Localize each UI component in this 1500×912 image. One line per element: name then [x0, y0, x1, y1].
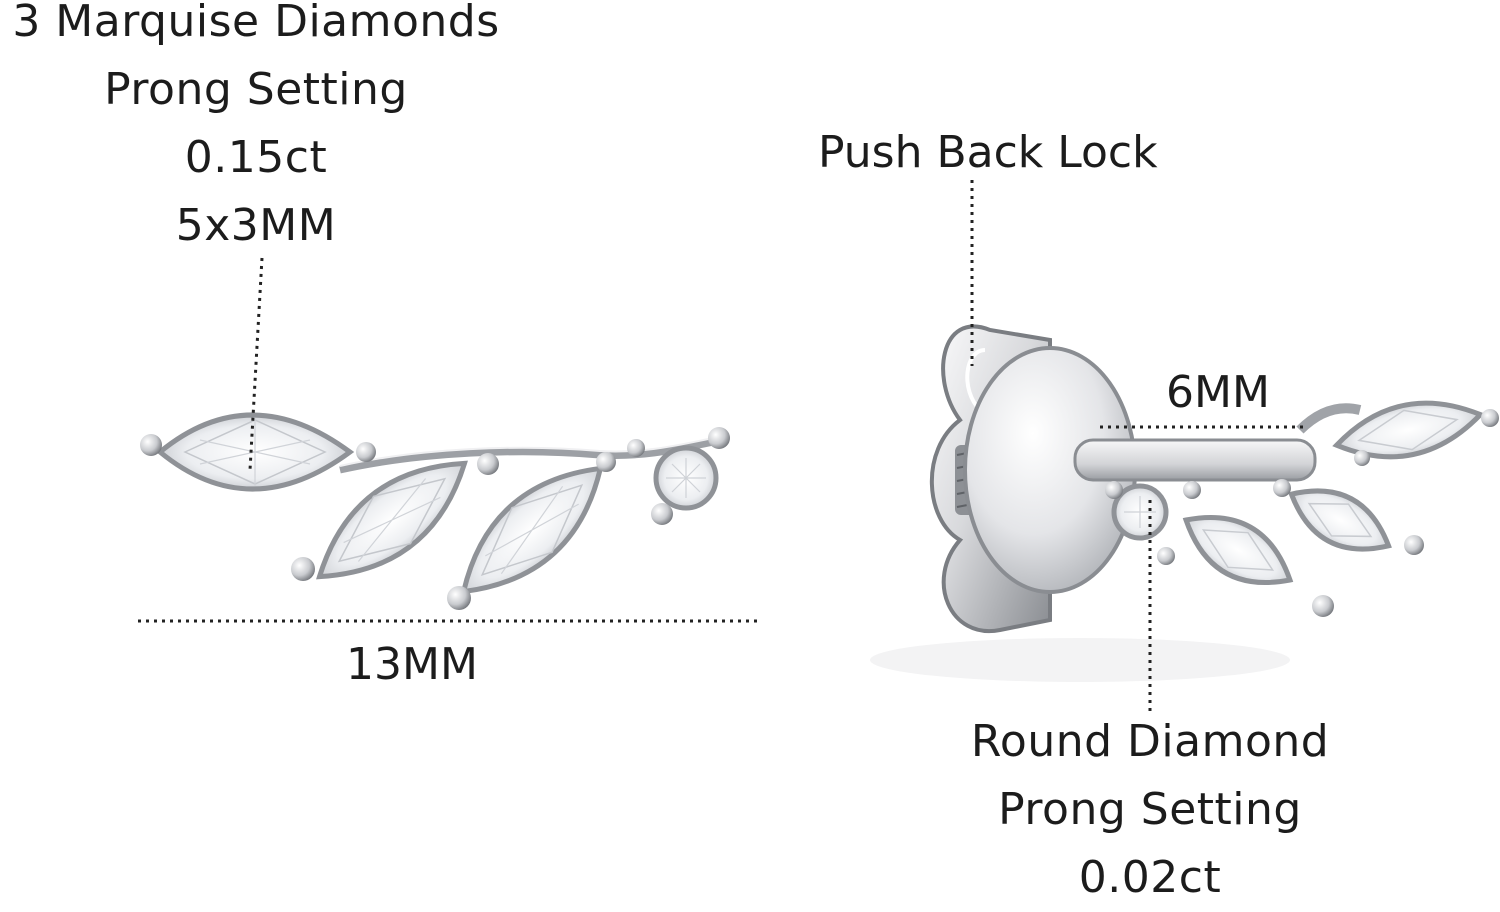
marquise-callout-setting: Prong Setting	[104, 64, 408, 115]
reflection	[870, 638, 1290, 682]
marquise-diamond-icon	[1288, 488, 1392, 552]
push-back-label: Push Back Lock	[818, 127, 1158, 178]
prong-beads	[1105, 409, 1499, 617]
marquise-callout-size: 5x3MM	[175, 200, 337, 251]
marquise-diamond-icon	[1182, 515, 1294, 585]
marquise-callout-carat: 0.15ct	[184, 132, 328, 183]
prong-beads	[140, 427, 730, 610]
marquise-leader-line	[248, 257, 264, 471]
marquise-diamond-icon	[460, 465, 604, 595]
round-diamond-icon	[653, 445, 719, 511]
marquise-diamond-icon	[156, 412, 355, 492]
marquise-callout-title: 3 Marquise Diamonds	[12, 0, 500, 47]
round-diamond-icon	[1111, 483, 1169, 541]
marquise-callout: 3 Marquise Diamonds Prong Setting 0.15ct…	[0, 0, 512, 260]
front-view-earring	[140, 412, 730, 610]
depth-dimension-label: 6MM	[1166, 367, 1270, 418]
side-view-earring	[870, 324, 1499, 682]
round-callout-title: Round Diamond	[970, 716, 1330, 767]
width-dimension-label: 13MM	[346, 639, 478, 690]
round-callout-carat: 0.02ct	[1078, 852, 1222, 903]
round-diamond-callout: Round Diamond Prong Setting 0.02ct	[950, 708, 1350, 912]
marquise-diamond-icon	[316, 460, 468, 580]
earring-post	[1073, 438, 1317, 482]
marquise-diamond-icon	[1332, 400, 1485, 460]
round-callout-setting: Prong Setting	[998, 784, 1302, 835]
